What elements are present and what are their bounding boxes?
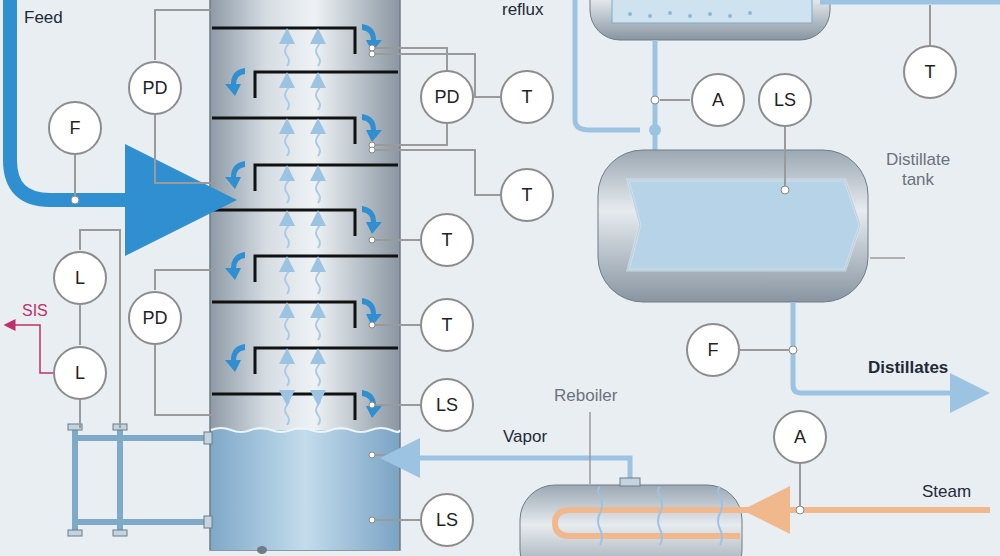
vapor-arrow: [316, 395, 320, 425]
instrument-bubble: A: [691, 73, 745, 127]
instrument-bubble: T: [420, 213, 474, 267]
liquid-arrow: [225, 344, 245, 372]
instrument-bubble: L: [53, 251, 107, 305]
liquid-arrow: [225, 68, 245, 96]
instrument-bubble: A: [773, 410, 827, 464]
vapor-arrow: [285, 354, 289, 386]
instrument-tag: T: [522, 87, 533, 108]
instrument-bubble: PD: [128, 291, 182, 345]
tray: [212, 302, 355, 328]
instrument-tag: T: [925, 62, 936, 83]
instrument-tag: LS: [436, 395, 458, 416]
diagram-label: Reboiler: [554, 386, 617, 406]
instrument-tag: T: [522, 185, 533, 206]
diagram-label: SIS: [22, 302, 48, 320]
instrument-bubble: F: [686, 323, 740, 377]
vapor-arrow: [316, 262, 320, 294]
instrument-bubble: F: [48, 101, 102, 155]
instrument-tag: T: [442, 230, 453, 251]
instrument-bubble: PD: [420, 70, 474, 124]
instrument-bubble: LS: [758, 73, 812, 127]
instrument-bubble: LS: [420, 493, 474, 547]
vapor-arrow: [285, 124, 289, 156]
diagram-label: Steam: [922, 482, 971, 502]
vapor-arrow: [285, 262, 289, 294]
tray: [255, 348, 398, 374]
tray: [212, 210, 355, 236]
vapor-arrow: [285, 78, 289, 110]
instrument-tag: LS: [774, 90, 796, 111]
instrument-tag: L: [75, 268, 85, 289]
instrument-bubble: LS: [420, 378, 474, 432]
vapor-arrow: [285, 216, 289, 248]
instrument-tag: F: [70, 118, 81, 139]
instrument-tag: T: [442, 315, 453, 336]
instrument-bubble: PD: [128, 61, 182, 115]
vapor-arrow: [316, 78, 320, 110]
vapor-arrow: [285, 395, 289, 425]
vapor-arrow: [285, 34, 289, 66]
diagram-label: Vapor: [503, 427, 547, 447]
liquid-arrow: [362, 206, 382, 234]
instrument-tag: F: [708, 340, 719, 361]
vapor-arrow: [316, 216, 320, 248]
vapor-arrow: [316, 171, 320, 203]
instrument-tag: PD: [434, 87, 459, 108]
diagram-label: Distillates: [868, 358, 948, 378]
tray: [255, 72, 398, 98]
instrument-bubble: T: [420, 298, 474, 352]
vapor-arrow: [285, 308, 289, 340]
instrument-bubble: L: [53, 346, 107, 400]
vapor-arrow: [285, 171, 289, 203]
vapor-arrow: [316, 34, 320, 66]
instrument-tag: PD: [142, 308, 167, 329]
liquid-arrow: [225, 252, 245, 280]
diagram-label: reflux: [502, 0, 544, 20]
instrument-tag: A: [712, 90, 724, 111]
liquid-arrow: [362, 114, 382, 142]
liquid-arrow: [225, 161, 245, 189]
instrument-bubble: T: [500, 168, 554, 222]
instrument-tag: PD: [142, 78, 167, 99]
diagram-label: Feed: [24, 8, 63, 28]
tray: [212, 28, 355, 54]
vapor-arrow: [316, 124, 320, 156]
tray: [212, 394, 355, 420]
diagram-label: Distillate tank: [878, 150, 958, 189]
instrument-bubble: T: [903, 45, 957, 99]
instrument-tag: LS: [436, 510, 458, 531]
tray: [255, 256, 398, 282]
instrument-tag: L: [75, 363, 85, 384]
instrument-bubble: T: [500, 70, 554, 124]
vapor-arrow: [316, 308, 320, 340]
tray: [255, 165, 398, 191]
instrument-tag: A: [794, 427, 806, 448]
tray: [212, 118, 355, 144]
vapor-arrow: [316, 354, 320, 386]
